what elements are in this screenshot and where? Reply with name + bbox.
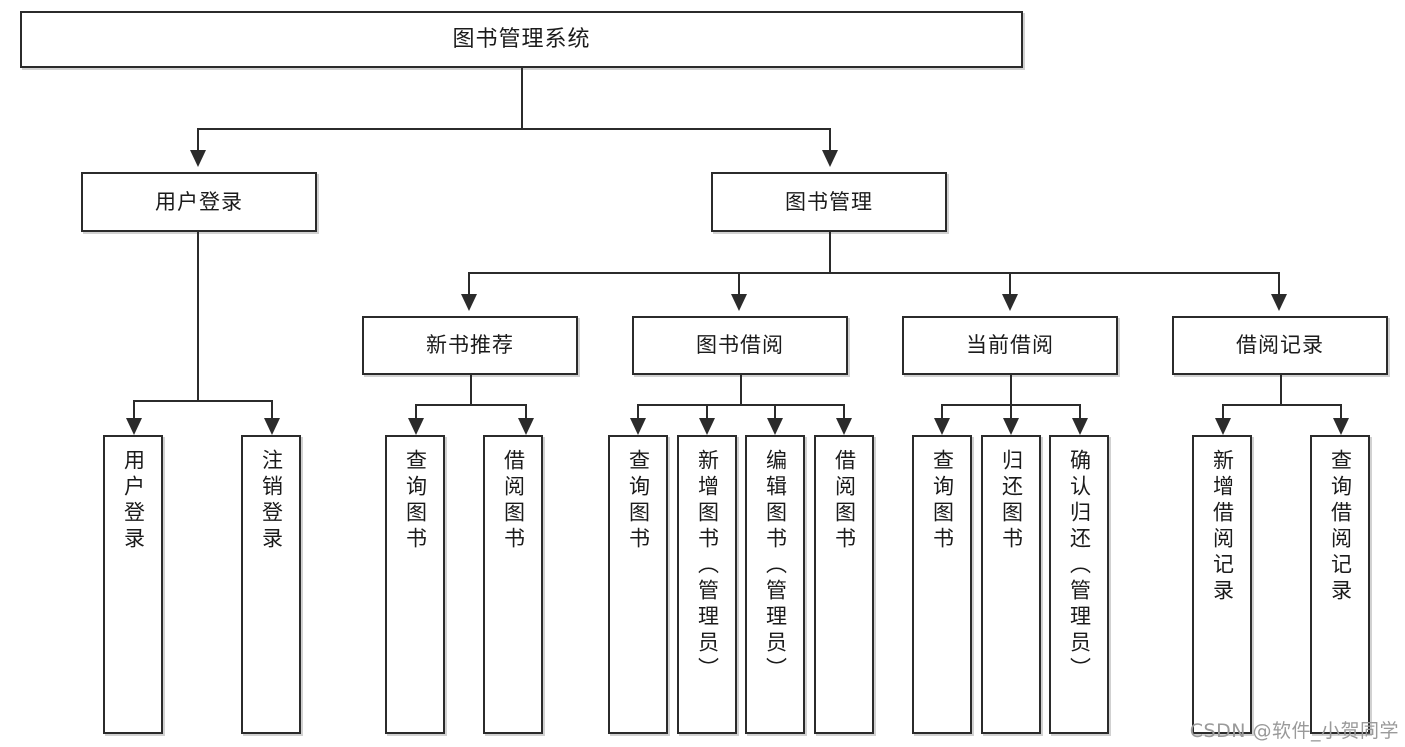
node-leaf-user-login[interactable]: 用户登录 <box>103 435 163 734</box>
node-label: 查询图书 <box>930 449 955 553</box>
arrowhead-root-to-user-login <box>190 150 206 167</box>
node-borrow-record[interactable]: 借阅记录 <box>1172 316 1388 375</box>
node-label: 查询图书 <box>403 449 428 553</box>
arrowhead-current-borrow-leaf-2 <box>1003 418 1019 435</box>
connector-book-borrow-stem <box>740 375 742 404</box>
node-root-book-management-system[interactable]: 图书管理系统 <box>20 11 1023 68</box>
node-label: 新增图书（管理员） <box>695 449 720 683</box>
arrowhead-book-borrow-leaf-2 <box>699 418 715 435</box>
connector-borrow-record-bus <box>1222 404 1340 406</box>
node-leaf-add-book-admin[interactable]: 新增图书（管理员） <box>677 435 737 734</box>
node-new-book-recommend[interactable]: 新书推荐 <box>362 316 578 375</box>
node-label: 用户登录 <box>121 449 146 553</box>
connector-book-borrow-to-leaf-2 <box>706 404 708 418</box>
connector-borrow-record-stem <box>1280 375 1282 404</box>
node-user-login[interactable]: 用户登录 <box>81 172 317 232</box>
node-leaf-query-book-borrow[interactable]: 查询图书 <box>608 435 668 734</box>
node-label: 图书管理 <box>785 189 873 214</box>
connector-current-borrow-to-leaf-1 <box>941 404 943 418</box>
node-leaf-return-book[interactable]: 归还图书 <box>981 435 1041 734</box>
connector-new-book-to-leaf-2 <box>525 404 527 418</box>
arrowhead-bm-to-book-borrow <box>731 294 747 311</box>
connector-book-management-bus <box>468 272 1278 274</box>
arrowhead-user-login-leaf-2 <box>264 418 280 435</box>
arrowhead-borrow-record-leaf-1 <box>1215 418 1231 435</box>
arrowhead-borrow-record-leaf-2 <box>1333 418 1349 435</box>
arrowhead-book-borrow-leaf-3 <box>767 418 783 435</box>
connector-new-book-stem <box>470 375 472 404</box>
connector-root-bus <box>197 128 831 130</box>
connector-new-book-to-leaf-1 <box>415 404 417 418</box>
connector-book-borrow-to-leaf-4 <box>843 404 845 418</box>
node-leaf-query-book-current[interactable]: 查询图书 <box>912 435 972 734</box>
connector-borrow-record-to-leaf-1 <box>1222 404 1224 418</box>
node-leaf-borrow-book[interactable]: 借阅图书 <box>814 435 874 734</box>
connector-new-book-bus <box>415 404 525 406</box>
node-book-management[interactable]: 图书管理 <box>711 172 947 232</box>
node-label: 当前借阅 <box>966 333 1054 358</box>
arrowhead-current-borrow-leaf-3 <box>1072 418 1088 435</box>
arrowhead-bm-to-current-borrow <box>1002 294 1018 311</box>
arrowhead-new-book-leaf-2 <box>518 418 534 435</box>
node-leaf-logout[interactable]: 注销登录 <box>241 435 301 734</box>
node-label: 图书借阅 <box>696 333 784 358</box>
node-leaf-query-borrow-record[interactable]: 查询借阅记录 <box>1310 435 1370 734</box>
node-label: 注销登录 <box>259 449 284 553</box>
connector-current-borrow-to-leaf-2 <box>1010 404 1012 418</box>
node-label: 借阅图书 <box>501 449 526 553</box>
connector-root-to-user-login <box>197 128 199 150</box>
node-book-borrow[interactable]: 图书借阅 <box>632 316 848 375</box>
node-leaf-query-book-recommend[interactable]: 查询图书 <box>385 435 445 734</box>
node-label: 借阅记录 <box>1236 333 1324 358</box>
arrowhead-new-book-leaf-1 <box>408 418 424 435</box>
node-leaf-borrow-book-recommend[interactable]: 借阅图书 <box>483 435 543 734</box>
connector-bm-to-borrow-record <box>1278 272 1280 294</box>
node-label: 图书管理系统 <box>452 26 591 52</box>
connector-book-borrow-to-leaf-3 <box>774 404 776 418</box>
watermark: CSDN @软件_小贺同学 <box>1189 720 1399 742</box>
connector-book-borrow-to-leaf-1 <box>637 404 639 418</box>
node-label: 新书推荐 <box>426 333 514 358</box>
arrowhead-bm-to-new-book <box>461 294 477 311</box>
connector-root-stem <box>521 68 523 128</box>
connector-bm-to-book-borrow <box>738 272 740 294</box>
node-label: 新增借阅记录 <box>1210 449 1235 605</box>
node-label: 归还图书 <box>999 449 1024 553</box>
connector-user-login-to-leaf-1 <box>133 400 135 418</box>
node-label: 确认归还（管理员） <box>1067 449 1092 683</box>
node-label: 查询借阅记录 <box>1328 449 1353 605</box>
arrowhead-book-borrow-leaf-4 <box>836 418 852 435</box>
node-label: 编辑图书（管理员） <box>763 449 788 683</box>
connector-bm-to-new-book <box>468 272 470 294</box>
node-leaf-confirm-return-admin[interactable]: 确认归还（管理员） <box>1049 435 1109 734</box>
node-label: 借阅图书 <box>832 449 857 553</box>
arrowhead-user-login-leaf-1 <box>126 418 142 435</box>
connector-current-borrow-to-leaf-3 <box>1079 404 1081 418</box>
node-label: 查询图书 <box>626 449 651 553</box>
connector-bm-to-current-borrow <box>1009 272 1011 294</box>
connector-root-to-book-management <box>829 128 831 150</box>
node-label: 用户登录 <box>155 189 243 214</box>
node-leaf-add-borrow-record[interactable]: 新增借阅记录 <box>1192 435 1252 734</box>
node-leaf-edit-book-admin[interactable]: 编辑图书（管理员） <box>745 435 805 734</box>
arrowhead-current-borrow-leaf-1 <box>934 418 950 435</box>
connector-book-borrow-bus <box>637 404 843 406</box>
connector-user-login-to-leaf-2 <box>271 400 273 418</box>
connector-book-management-stem <box>829 232 831 272</box>
arrowhead-bm-to-borrow-record <box>1271 294 1287 311</box>
node-current-borrow[interactable]: 当前借阅 <box>902 316 1118 375</box>
connector-user-login-bus <box>133 400 273 402</box>
connector-current-borrow-stem <box>1010 375 1012 404</box>
arrowhead-book-borrow-leaf-1 <box>630 418 646 435</box>
connector-borrow-record-to-leaf-2 <box>1340 404 1342 418</box>
connector-user-login-stem <box>197 232 199 400</box>
arrowhead-root-to-book-management <box>822 150 838 167</box>
